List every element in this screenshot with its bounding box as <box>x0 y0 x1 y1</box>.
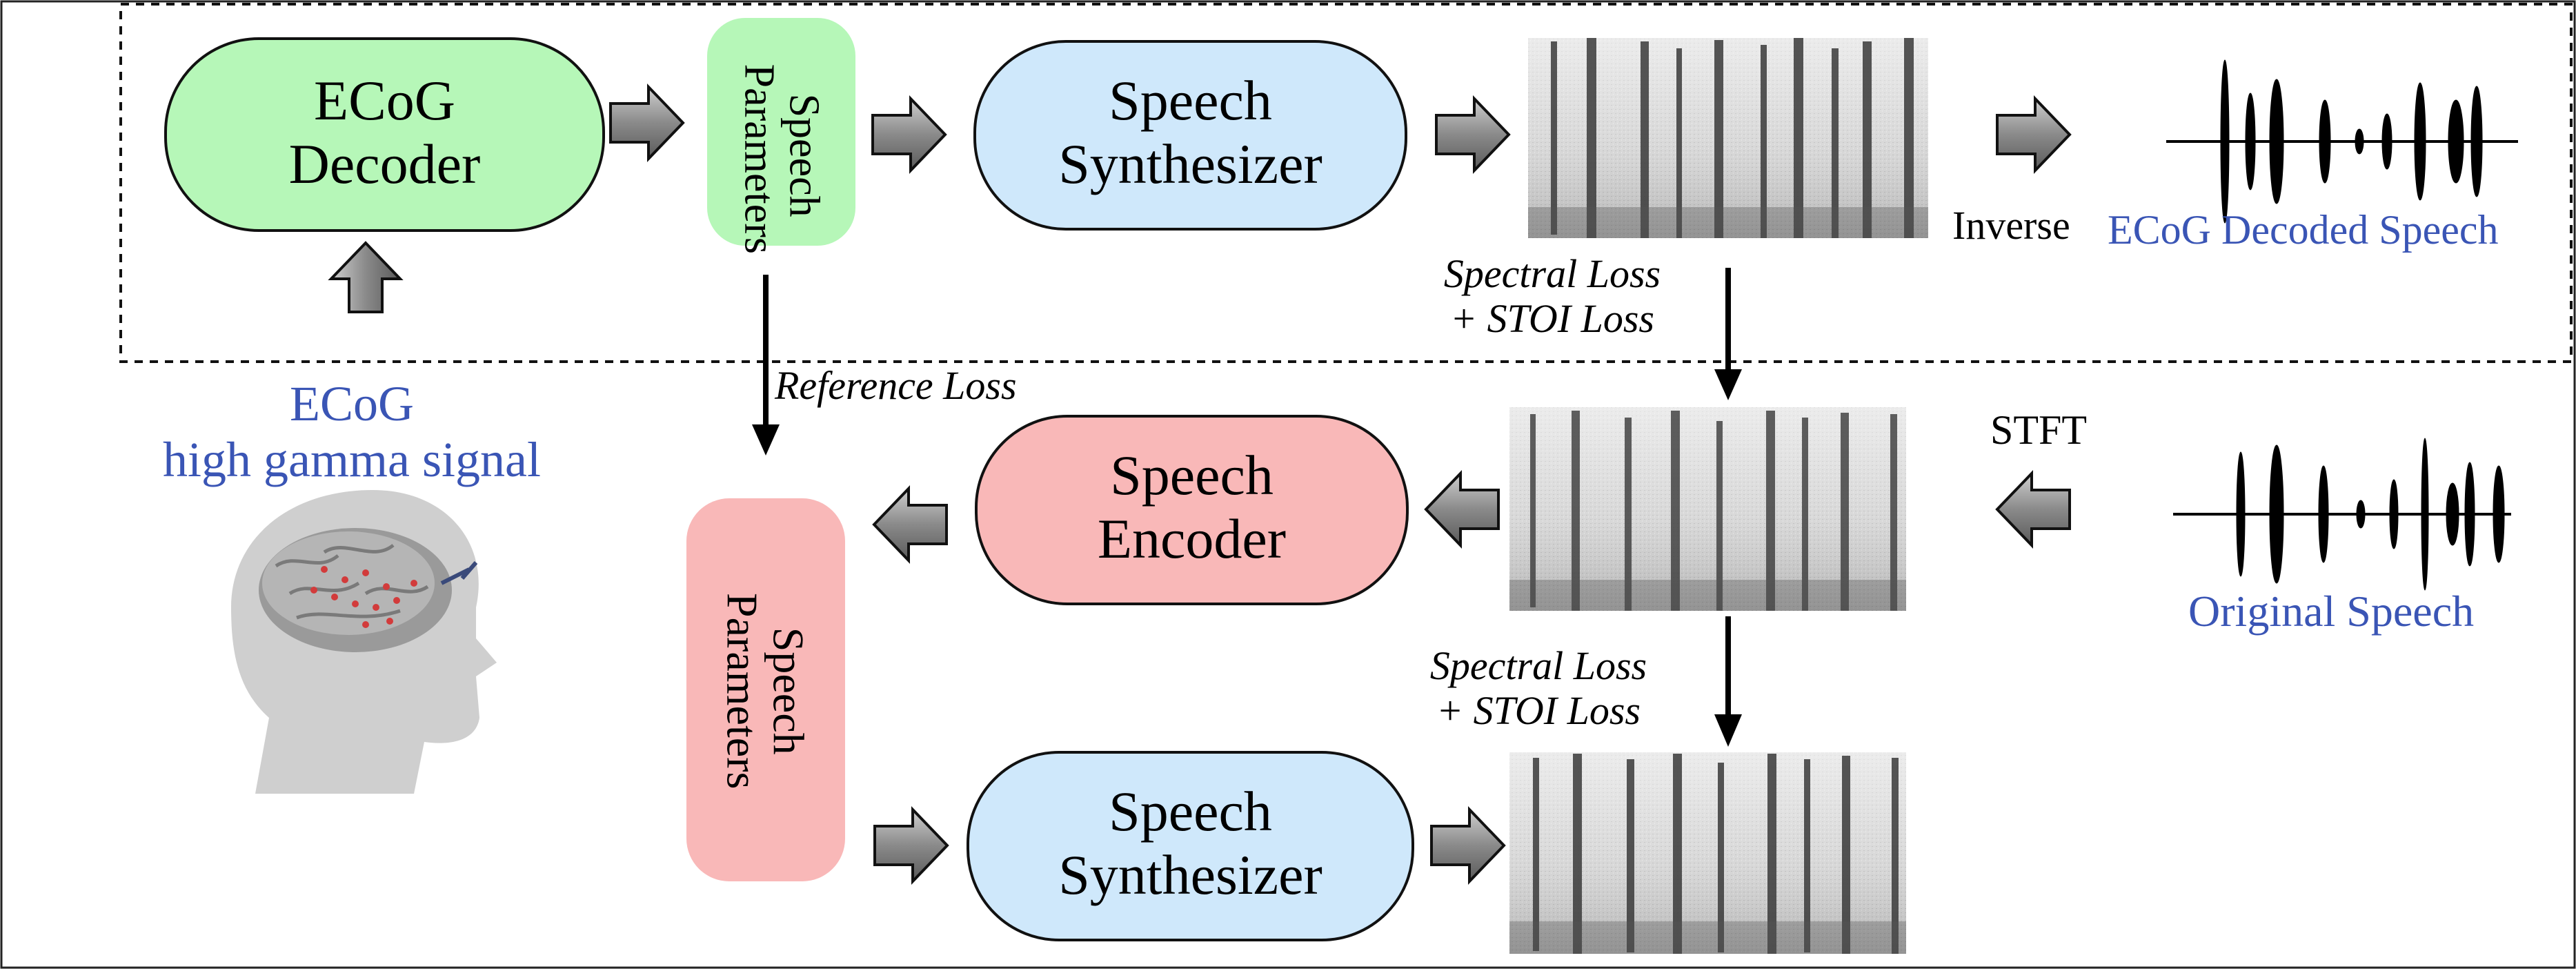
speech-parameters-bottom-line2: Parameters <box>717 593 767 790</box>
speech-synthesizer-top-box <box>973 40 1407 231</box>
original-waveform-icon <box>2173 438 2511 591</box>
speech-synthesizer-bottom-line1: Speech <box>1109 780 1272 843</box>
loss-label-top-line1: Spectral Loss <box>1443 251 1661 296</box>
stft-label: STFT <box>1990 407 2088 453</box>
original-spectrogram <box>1509 407 1906 611</box>
ecog-decoder-line1: ECoG <box>314 69 455 132</box>
reference-loss-arrow <box>752 275 780 456</box>
arrow-signal-to-decoder <box>328 241 404 313</box>
loss-arrow-top <box>1714 268 1742 400</box>
ecog-decoder-line2: Decoder <box>288 132 481 195</box>
speech-parameters-bottom-label: Speech Parameters <box>717 500 813 883</box>
arrow-spectrogram-to-waveform <box>1996 95 2072 174</box>
arrow-synth-to-spectrogram <box>1435 95 1511 174</box>
reconstructed-spectrogram <box>1509 752 1906 954</box>
ecog-decoder-label: ECoG Decoder <box>166 69 604 196</box>
speech-parameters-top-line1: Speech <box>780 93 828 217</box>
speech-parameters-top-line2: Parameters <box>735 63 783 255</box>
loss-label-bottom-line1: Spectral Loss <box>1429 643 1647 688</box>
speech-parameters-bottom-line1: Speech <box>764 627 813 755</box>
arrow-encoder-to-params <box>872 485 948 564</box>
speech-parameters-red-box <box>686 498 845 881</box>
reference-loss-label: Reference Loss <box>775 363 1017 408</box>
speech-synthesizer-bottom-label: Speech Synthesizer <box>968 780 1413 907</box>
input-signal-line2: high gamma signal <box>163 431 541 487</box>
speech-synthesizer-bottom-box <box>967 751 1414 941</box>
loss-arrow-bottom <box>1714 616 1742 747</box>
inverse-label: Inverse <box>1952 203 2070 248</box>
speech-synthesizer-bottom-line2: Synthesizer <box>1058 843 1322 906</box>
input-signal-label: ECoG high gamma signal <box>103 376 600 487</box>
decoded-speech-label: ECoG Decoded Speech <box>2108 207 2499 253</box>
loss-label-top: Spectral Loss + STOI Loss <box>1400 251 1704 342</box>
arrow-synth-to-spectrogram-bottom <box>1430 806 1506 885</box>
speech-encoder-line1: Speech <box>1110 444 1274 507</box>
speech-encoder-label: Speech Encoder <box>976 444 1407 571</box>
speech-encoder-line2: Encoder <box>1097 507 1287 570</box>
decoder-region-border <box>119 3 2573 363</box>
arrow-waveform-to-spectrogram <box>1995 470 2071 549</box>
arrow-params-to-synth-bottom <box>873 806 949 885</box>
arrow-decoder-to-params <box>609 84 685 162</box>
decoded-spectrogram <box>1528 38 1928 238</box>
original-speech-label: Original Speech <box>2188 587 2475 636</box>
speech-parameters-green-box <box>707 18 855 246</box>
input-signal-line1: ECoG <box>290 376 414 431</box>
speech-parameters-top-label: Speech Parameters <box>735 63 828 255</box>
speech-encoder-box <box>975 415 1409 605</box>
loss-label-top-line2: + STOI Loss <box>1450 295 1654 341</box>
loss-label-bottom-line2: + STOI Loss <box>1436 687 1641 733</box>
decoded-waveform-icon <box>2166 59 2518 224</box>
speech-synthesizer-top-line1: Speech <box>1109 69 1272 132</box>
speech-synthesizer-top-line2: Synthesizer <box>1058 132 1322 195</box>
arrow-spectrogram-to-encoder <box>1424 470 1500 549</box>
ecog-decoder-box <box>164 37 605 232</box>
speech-synthesizer-top-label: Speech Synthesizer <box>975 69 1406 196</box>
loss-label-bottom: Spectral Loss + STOI Loss <box>1387 643 1690 734</box>
arrow-params-to-synth <box>871 95 947 174</box>
brain-head-icon <box>231 490 497 794</box>
